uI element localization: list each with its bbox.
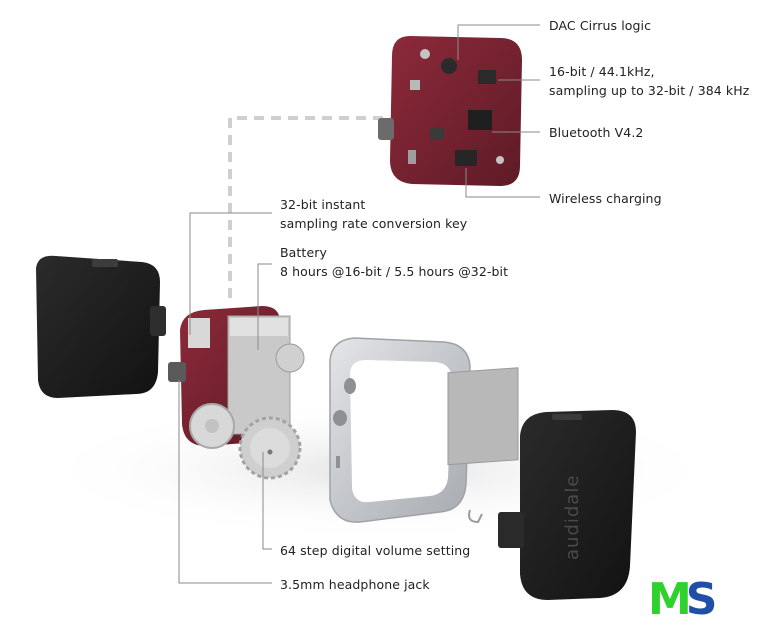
watermark-logo: MS [648,574,718,625]
label-key-line2: sampling rate conversion key [280,216,468,231]
watermark-s: S [685,574,718,625]
dac-chip [441,58,457,74]
back-shell-left [36,255,166,398]
label-wireless: Wireless charging [549,191,662,206]
bluetooth-chip [468,110,492,130]
leader-lines [178,24,540,584]
label-battery-line2: 8 hours @16-bit / 5.5 hours @32-bit [280,264,509,279]
watermark-m: M [648,574,692,625]
label-bluetooth: Bluetooth V4.2 [549,125,644,140]
label-volume: 64 step digital volume setting [280,543,471,558]
charging-coil-plate [447,367,519,466]
sampling-key [275,343,305,373]
label-sampling-line1: 16-bit / 44.1kHz, [549,64,655,79]
label-sampling-line2: sampling up to 32-bit / 384 kHz [549,83,750,98]
volume-wheel [238,416,302,480]
brand-logo-text: audidale [562,475,583,560]
leader-volume [262,452,272,550]
dashed-connector [228,116,388,298]
label-key-line1: 32-bit instant [280,197,366,212]
pcb-top [378,36,522,186]
charging-clip [468,509,483,524]
sampling-chip [478,70,496,84]
wireless-charging-chip [455,150,477,166]
label-dac: DAC Cirrus logic [549,18,652,33]
front-shell: audidale [498,410,636,600]
leader-wireless [465,168,540,198]
label-jack: 3.5mm headphone jack [280,577,430,592]
leader-jack [178,380,272,584]
leader-dac [457,24,540,60]
leader-battery [257,263,272,350]
headphone-jack [168,362,186,382]
label-battery-line1: Battery [280,245,327,260]
leader-key [189,212,272,335]
headphone-jack-connector-top [378,118,394,140]
pcb-assembly [168,306,305,449]
aluminum-frame [329,337,471,523]
